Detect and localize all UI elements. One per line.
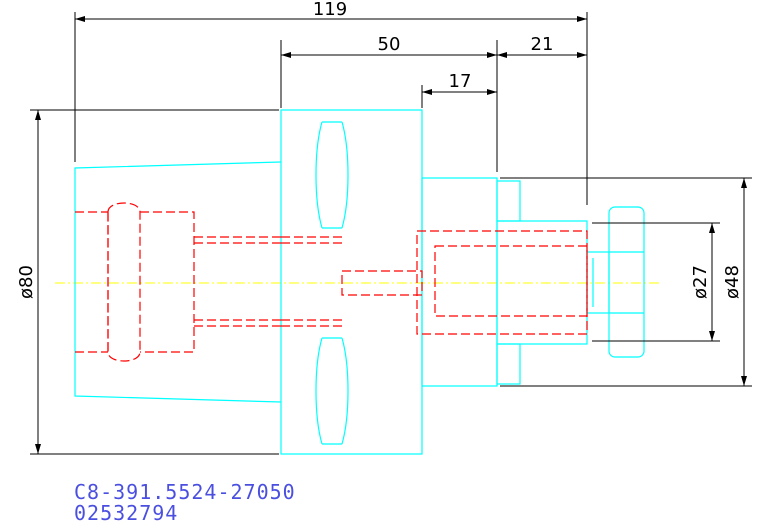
dimension-lines [35, 16, 747, 454]
dim-label-50: 50 [378, 34, 401, 55]
extension-lines [30, 12, 752, 455]
dim-label-17: 17 [449, 71, 472, 92]
dim-label-21: 21 [531, 34, 554, 55]
part-outline [74, 109, 645, 455]
dim-label-48: ø48 [722, 265, 743, 299]
dim-label-80: ø80 [16, 265, 37, 299]
hidden-lines [75, 202, 588, 362]
part-number: C8-391.5524-27050 [74, 480, 296, 504]
dim-label-27: ø27 [690, 265, 711, 299]
item-code: 02532794 [74, 501, 179, 525]
dim-label-119: 119 [313, 0, 347, 20]
